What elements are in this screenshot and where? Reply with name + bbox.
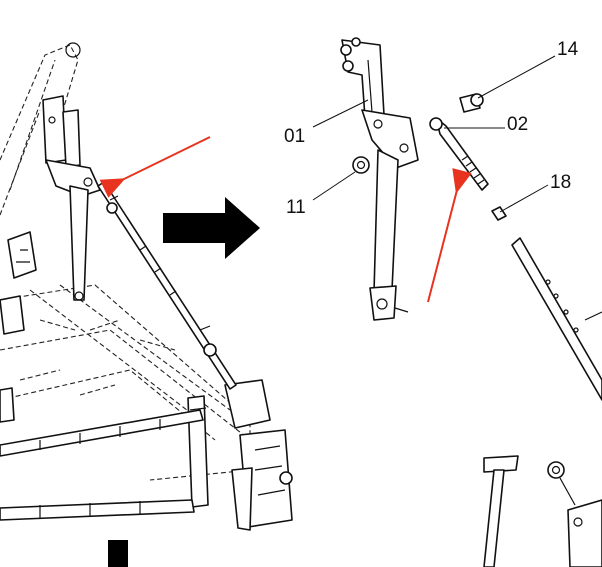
- callout-18: 18: [550, 172, 571, 193]
- leader-line-11: [312, 171, 356, 201]
- leader-line-14: [477, 55, 556, 99]
- callout-02: 02: [507, 114, 528, 135]
- right-arrow-icon: [163, 197, 260, 259]
- leader-line-01: [312, 99, 369, 128]
- red-arrow-indicator-02: [427, 168, 472, 303]
- callout-14: 14: [557, 39, 579, 60]
- red-arrow-indicator: [99, 136, 211, 198]
- callout-01: 01: [284, 126, 305, 147]
- leader-line-18: [499, 184, 549, 213]
- assembled-frame-view: [0, 42, 293, 531]
- exploded-parts-view: [340, 37, 602, 567]
- callout-11: 11: [286, 197, 306, 218]
- bottom-marker: [108, 540, 128, 567]
